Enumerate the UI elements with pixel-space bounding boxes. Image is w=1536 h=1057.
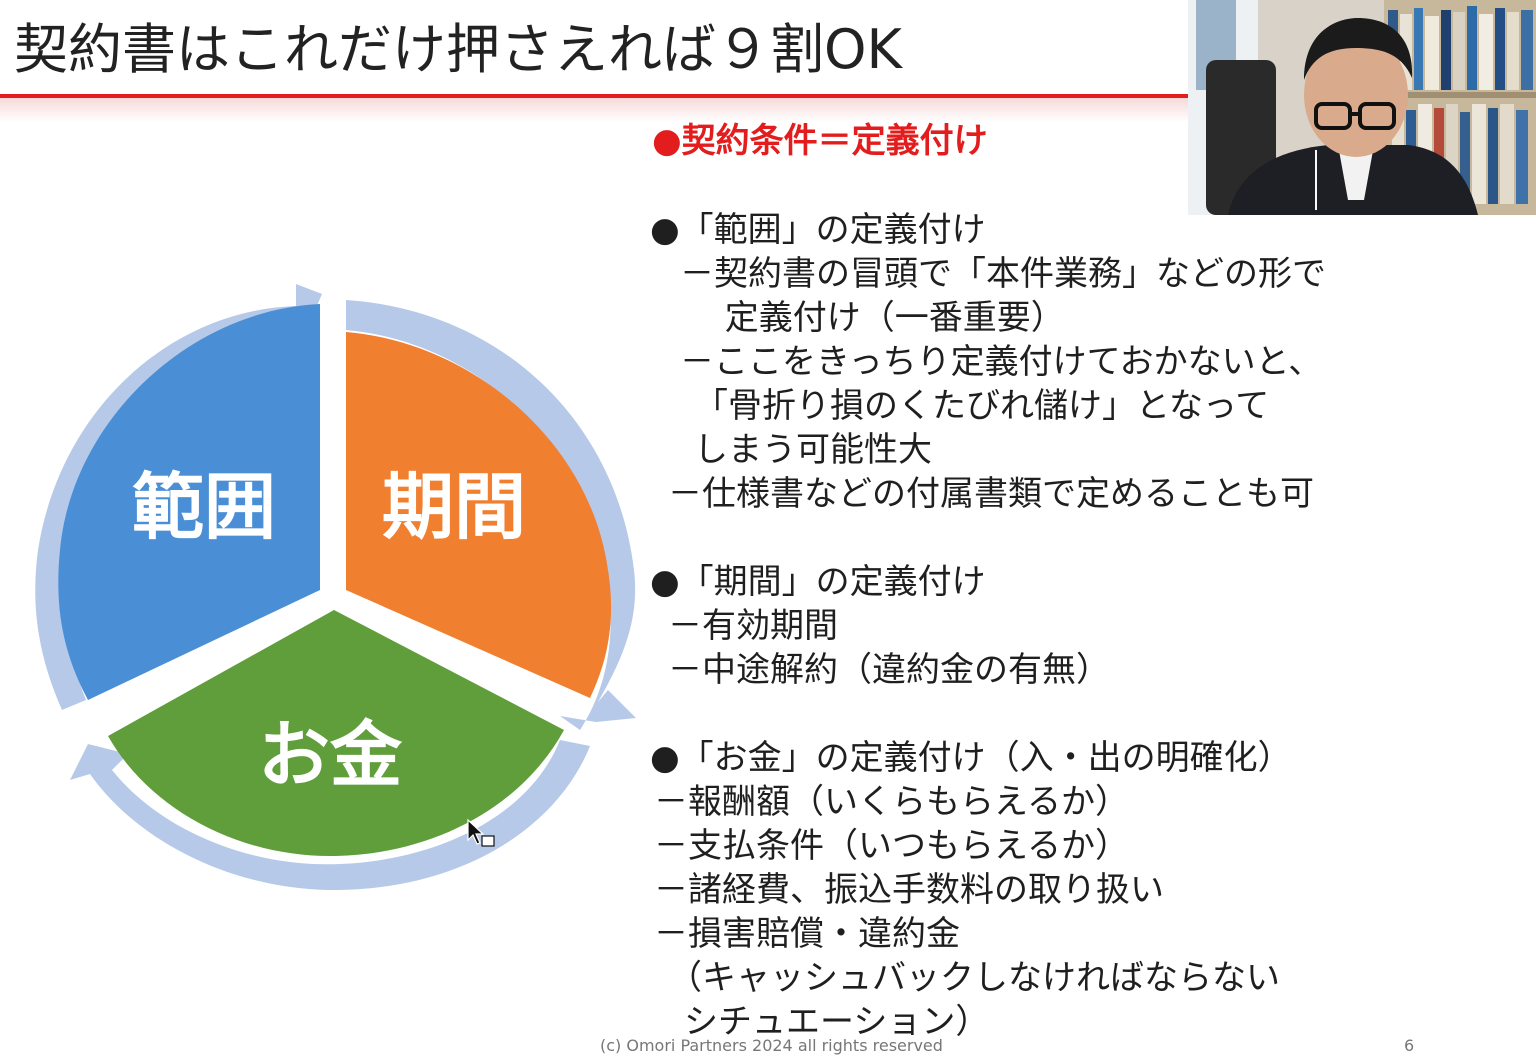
segment-range-label: 範囲: [132, 465, 276, 549]
slide-footer: (c) Omori Partners 2024 all rights reser…: [600, 1036, 943, 1055]
arrow-period-to-money: [346, 300, 636, 730]
section-money-line: －諸経費、振込手数料の取り扱い: [654, 870, 1164, 910]
slide-page-number: 6: [1404, 1036, 1415, 1055]
section-range-line: 「骨折り損のくたびれ儲け」となって: [694, 386, 1270, 426]
section-period-line: －有効期間: [668, 606, 838, 646]
section-money-line: （キャッシュバックしなければならない: [668, 958, 1280, 998]
section-money-line: シチュエーション）: [684, 1002, 990, 1042]
section-period: ●「期間」の定義付け －有効期間 －中途解約（違約金の有無）: [650, 560, 1430, 692]
slide-title: 契約書はこれだけ押さえれば９割OK: [14, 18, 902, 81]
section-range-heading: ●「範囲」の定義付け: [650, 210, 986, 250]
presenter: [1228, 18, 1478, 215]
segment-period: [346, 332, 612, 698]
mouse-cursor-icon: [467, 818, 495, 847]
section-money-line: －報酬額（いくらもらえるか）: [654, 782, 1129, 822]
section-range-line: しまう可能性大: [694, 430, 932, 470]
section-range-line: －ここをきっちり定義付けておかないと、: [680, 342, 1323, 382]
segment-money: [108, 610, 564, 857]
cycle-diagram: 範囲 期間 お金: [35, 284, 636, 891]
arrow-money-to-range: [70, 740, 590, 891]
segment-period-label: 期間: [382, 465, 526, 549]
section-period-heading: ●「期間」の定義付け: [650, 562, 986, 602]
section-range-line: －仕様書などの付属書類で定めることも可: [668, 474, 1314, 514]
section-range-line: －契約書の冒頭で「本件業務」などの形で: [680, 254, 1326, 294]
section-money: ●「お金」の定義付け（入・出の明確化） －報酬額（いくらもらえるか） －支払条件…: [650, 736, 1430, 1044]
webcam-video: [1188, 0, 1536, 215]
slide-headline: ●契約条件＝定義付け: [652, 121, 988, 161]
segment-money-label: お金: [258, 713, 403, 797]
section-period-line: －中途解約（違約金の有無）: [668, 650, 1110, 690]
title-underline-shadow: [0, 98, 1190, 122]
section-money-line: －損害賠償・違約金: [654, 914, 960, 954]
section-money-line: －支払条件（いつもらえるか）: [654, 826, 1129, 866]
webcam-scene: [1188, 0, 1536, 215]
slide-body: ●「範囲」の定義付け －契約書の冒頭で「本件業務」などの形で 定義付け（一番重要…: [650, 208, 1430, 1044]
segment-range: [58, 304, 321, 700]
section-money-heading: ●「お金」の定義付け（入・出の明確化）: [650, 738, 1292, 778]
section-range-line: 定義付け（一番重要）: [680, 298, 1065, 338]
title-underline: [0, 94, 1190, 98]
section-range: ●「範囲」の定義付け －契約書の冒頭で「本件業務」などの形で 定義付け（一番重要…: [650, 208, 1430, 516]
